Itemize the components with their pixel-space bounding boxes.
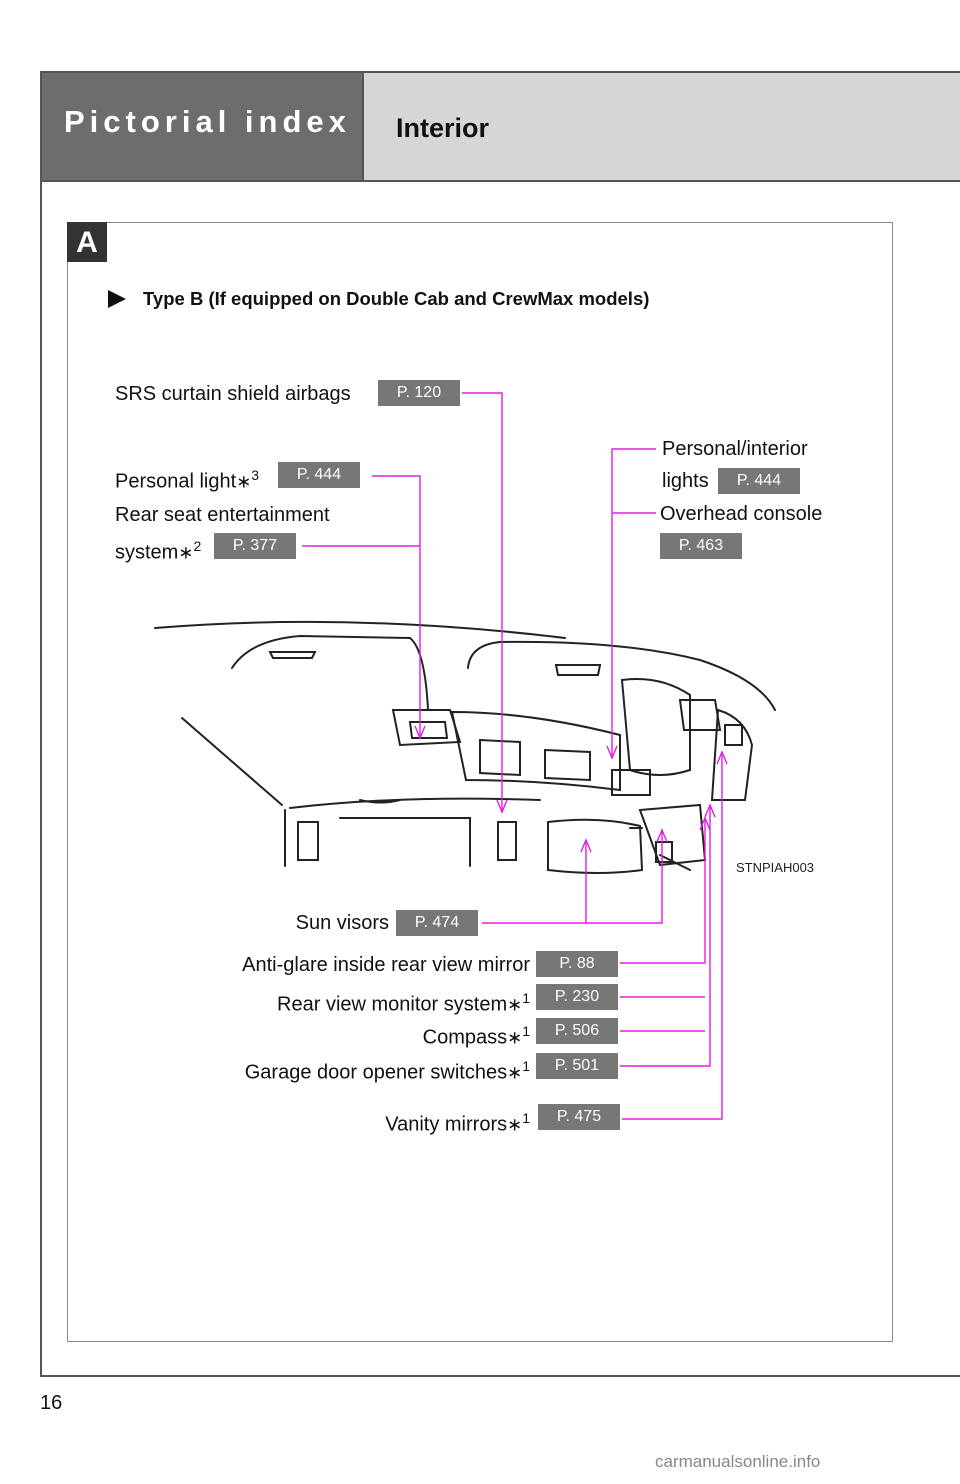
- page-number: 16: [40, 1392, 63, 1414]
- personal-interior-label-line2: lights: [662, 470, 709, 492]
- site-watermark: carmanualsonline.info: [655, 1452, 821, 1471]
- asterisk-icon: ∗: [507, 1114, 523, 1135]
- vanity-mirrors-label: Vanity mirrors∗1: [385, 1106, 530, 1137]
- section-title: Pictorial index: [64, 104, 351, 139]
- compass-text: Compass: [422, 1026, 508, 1049]
- model-type-heading: Type B (If equipped on Double Cab and Cr…: [143, 288, 650, 309]
- personal-light-note: 3: [251, 467, 260, 483]
- compass-note: 1: [522, 1023, 530, 1039]
- compass-page-ref[interactable]: P. 506: [536, 1018, 618, 1044]
- overhead-line-art: [154, 620, 776, 874]
- garage-opener-note: 1: [522, 1058, 530, 1074]
- asterisk-icon: ∗: [236, 471, 252, 492]
- anti-glare-mirror-label: Anti-glare inside rear view mirror: [242, 954, 530, 976]
- bullet-arrow-icon: [108, 290, 126, 308]
- personal-light-label: Personal light∗3: [115, 463, 259, 494]
- vanity-mirrors-note: 1: [522, 1110, 530, 1126]
- personal-light-page-ref[interactable]: P. 444: [278, 462, 360, 488]
- personal-light-text: Personal light: [115, 470, 237, 493]
- anti-glare-mirror-page-ref[interactable]: P. 88: [536, 951, 618, 977]
- rear-seat-ent-label-line1: Rear seat entertainment: [115, 504, 330, 526]
- overhead-console-label: Overhead console: [660, 503, 823, 525]
- header-divider: [42, 180, 960, 182]
- rear-seat-ent-note: 2: [193, 538, 202, 554]
- vanity-mirrors-text: Vanity mirrors: [385, 1113, 508, 1136]
- asterisk-icon: ∗: [507, 994, 523, 1015]
- header-subtitle-bar: [362, 73, 960, 181]
- garage-opener-page-ref[interactable]: P. 501: [536, 1053, 618, 1079]
- illustration-code: STNPIAH003: [736, 860, 815, 875]
- rear-monitor-page-ref[interactable]: P. 230: [536, 984, 618, 1010]
- rear-monitor-text: Rear view monitor system: [277, 993, 508, 1016]
- rear-monitor-note: 1: [522, 990, 530, 1006]
- personal-interior-label-line1: Personal/interior: [662, 438, 808, 460]
- asterisk-icon: ∗: [507, 1027, 523, 1048]
- page-subtitle: Interior: [396, 113, 490, 143]
- sun-visors-label: Sun visors: [295, 912, 389, 934]
- compass-label: Compass∗1: [423, 1019, 530, 1050]
- personal-interior-page-ref[interactable]: P. 444: [718, 468, 800, 494]
- garage-opener-text: Garage door opener switches: [244, 1061, 508, 1084]
- rear-seat-ent-page-ref[interactable]: P. 377: [214, 533, 296, 559]
- header-section-bar: [42, 73, 362, 181]
- sun-visors-page-ref[interactable]: P. 474: [396, 910, 478, 936]
- overhead-console-page-ref[interactable]: P. 463: [660, 533, 742, 559]
- asterisk-icon: ∗: [178, 542, 194, 563]
- panel-badge: A: [67, 222, 107, 262]
- leader-arrowheads: [414, 725, 728, 853]
- rear-seat-ent-label-line2: system∗2: [115, 534, 201, 565]
- asterisk-icon: ∗: [507, 1062, 523, 1083]
- srs-airbags-label: SRS curtain shield airbags: [115, 383, 351, 405]
- rear-seat-ent-text: system: [115, 541, 179, 564]
- page-frame: [40, 71, 960, 1377]
- vanity-mirrors-page-ref[interactable]: P. 475: [538, 1104, 620, 1130]
- srs-airbags-page-ref[interactable]: P. 120: [378, 380, 460, 406]
- leader-lines: [302, 392, 723, 1120]
- rear-monitor-label: Rear view monitor system∗1: [277, 986, 530, 1017]
- illustration-panel: [67, 222, 893, 1342]
- garage-opener-label: Garage door opener switches∗1: [245, 1054, 530, 1085]
